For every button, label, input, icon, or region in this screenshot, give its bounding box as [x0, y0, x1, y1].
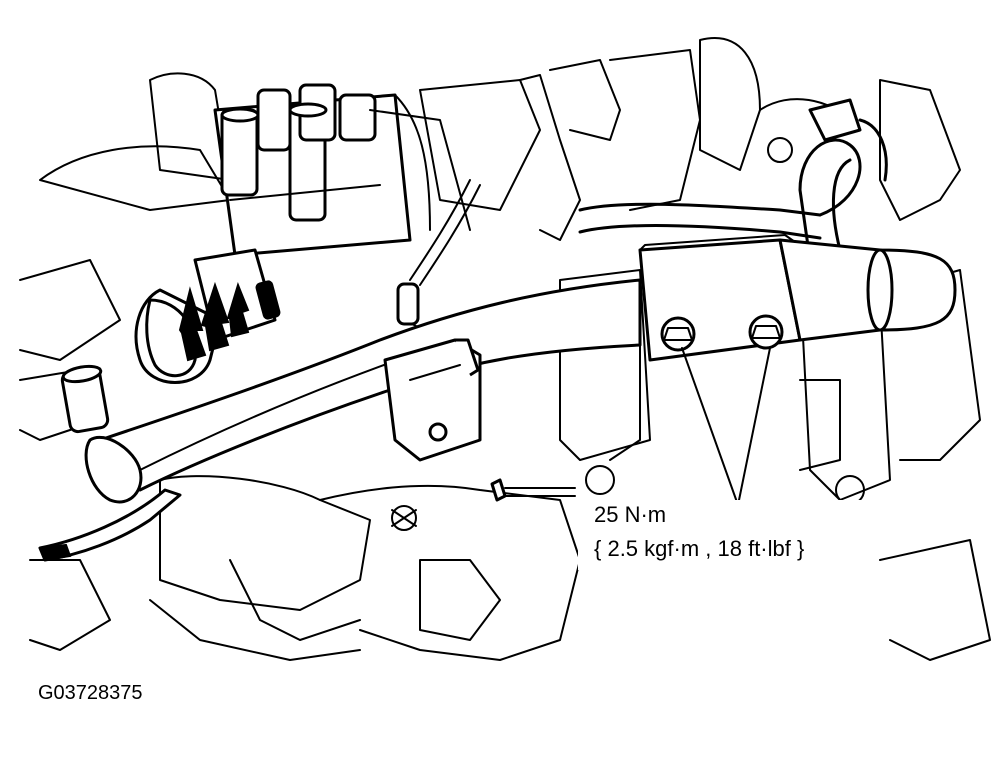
pipe-bracket [383, 338, 482, 462]
flange-bolt-left [660, 316, 696, 352]
flange-bolt-right [748, 314, 784, 350]
coolant-pipe [38, 278, 642, 562]
torque-spec-newton-meters: 25 N·m [594, 502, 667, 527]
vacuum-hoses [409, 98, 888, 286]
torque-label-background [578, 500, 873, 570]
torque-leader-lines [681, 347, 771, 506]
ignition-coil-pack [213, 83, 471, 257]
figure-id: G03728375 [38, 682, 143, 704]
torque-spec-alternate-units: { 2.5 kgf·m , 18 ft·lbf } [594, 536, 805, 561]
connector-arrows [134, 248, 420, 384]
mounting-bolt [490, 478, 576, 502]
